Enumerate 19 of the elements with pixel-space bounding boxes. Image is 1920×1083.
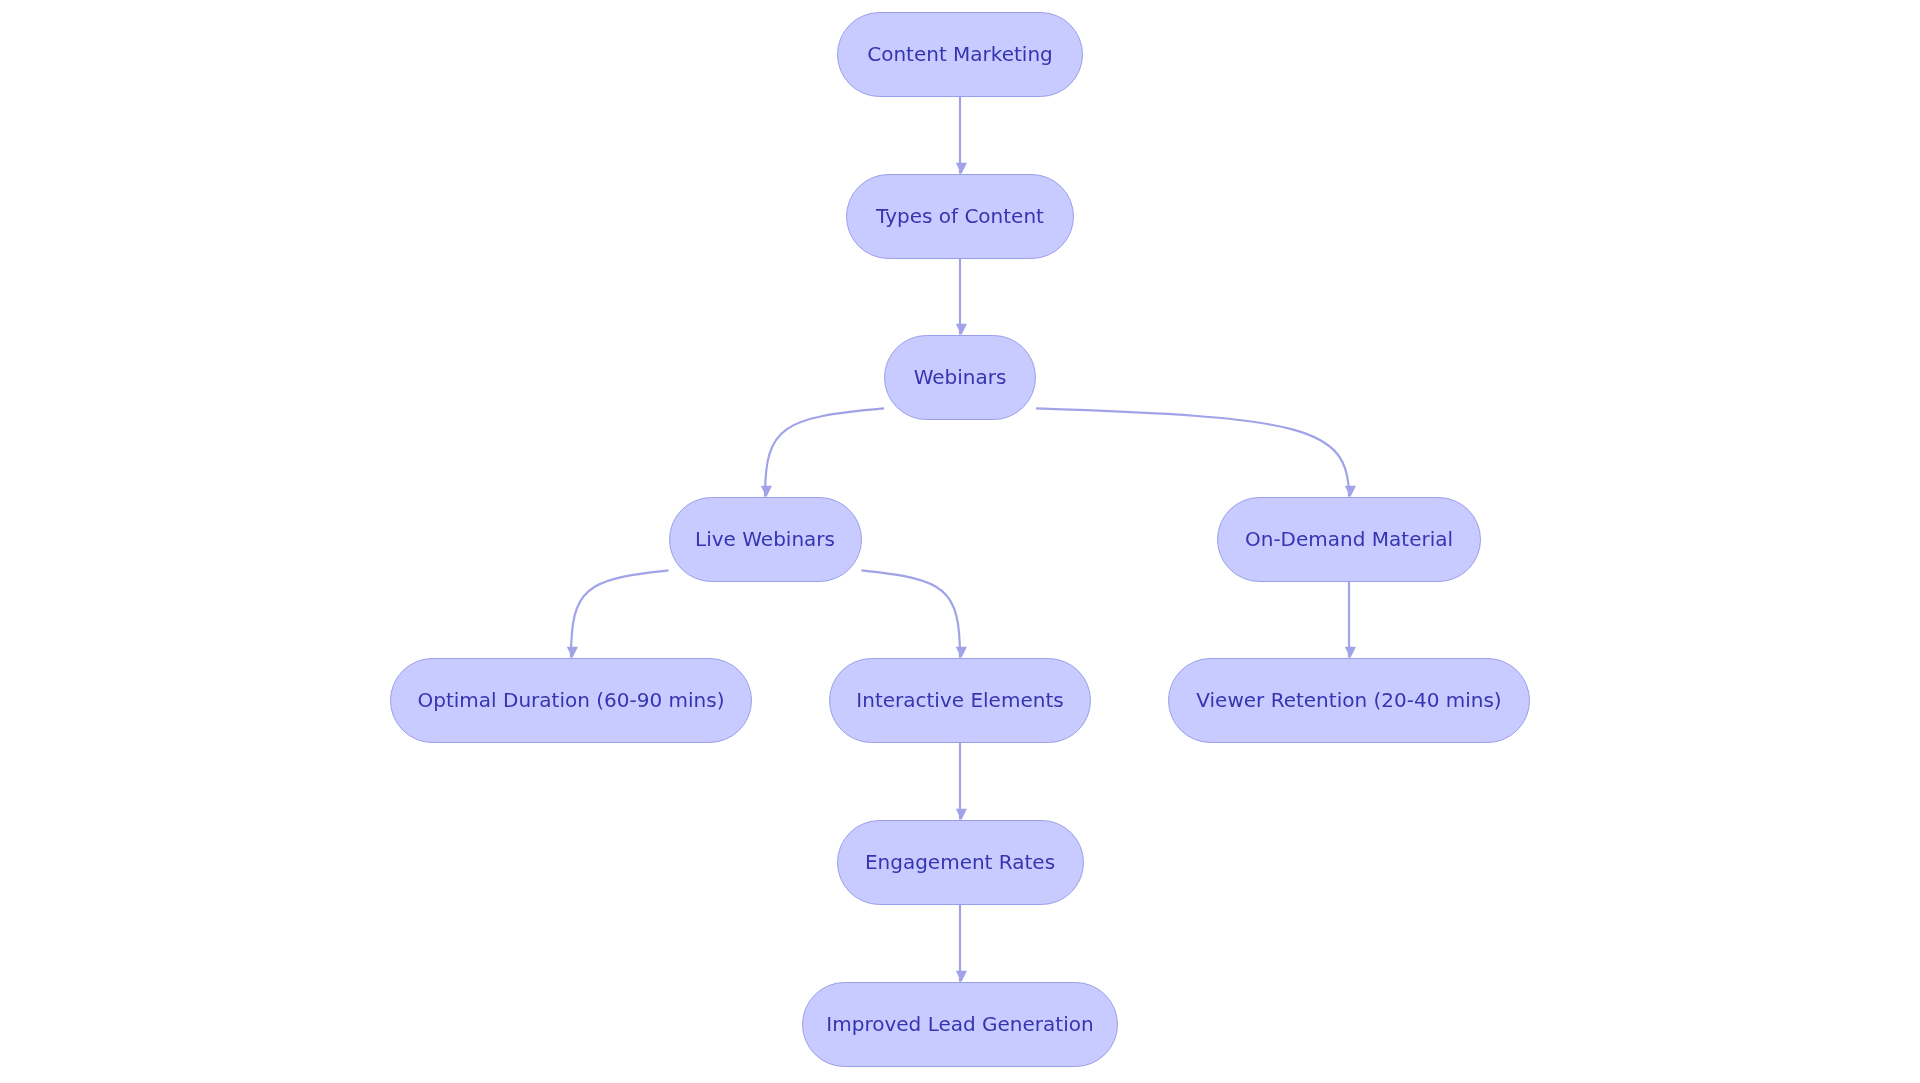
node-label: Content Marketing — [866, 42, 1054, 66]
arrow — [955, 258, 967, 335]
arrow — [955, 904, 967, 982]
node-label: On-Demand Material — [1243, 527, 1455, 551]
node-label: Improved Lead Generation — [825, 1012, 1095, 1036]
node-label: Webinars — [912, 365, 1008, 389]
node-label: Types of Content — [875, 204, 1045, 228]
arrow — [861, 569, 967, 658]
arrow — [955, 742, 967, 820]
node-label: Optimal Duration (60-90 mins) — [416, 688, 726, 712]
arrow — [1344, 581, 1356, 658]
arrow — [955, 96, 967, 174]
node-label: Live Webinars — [694, 527, 836, 551]
arrow — [1035, 407, 1356, 497]
node-label: Engagement Rates — [863, 850, 1057, 874]
arrow — [567, 569, 669, 658]
arrow — [761, 407, 885, 497]
node-label: Interactive Elements — [855, 688, 1065, 712]
node-label: Viewer Retention (20-40 mins) — [1195, 688, 1503, 712]
